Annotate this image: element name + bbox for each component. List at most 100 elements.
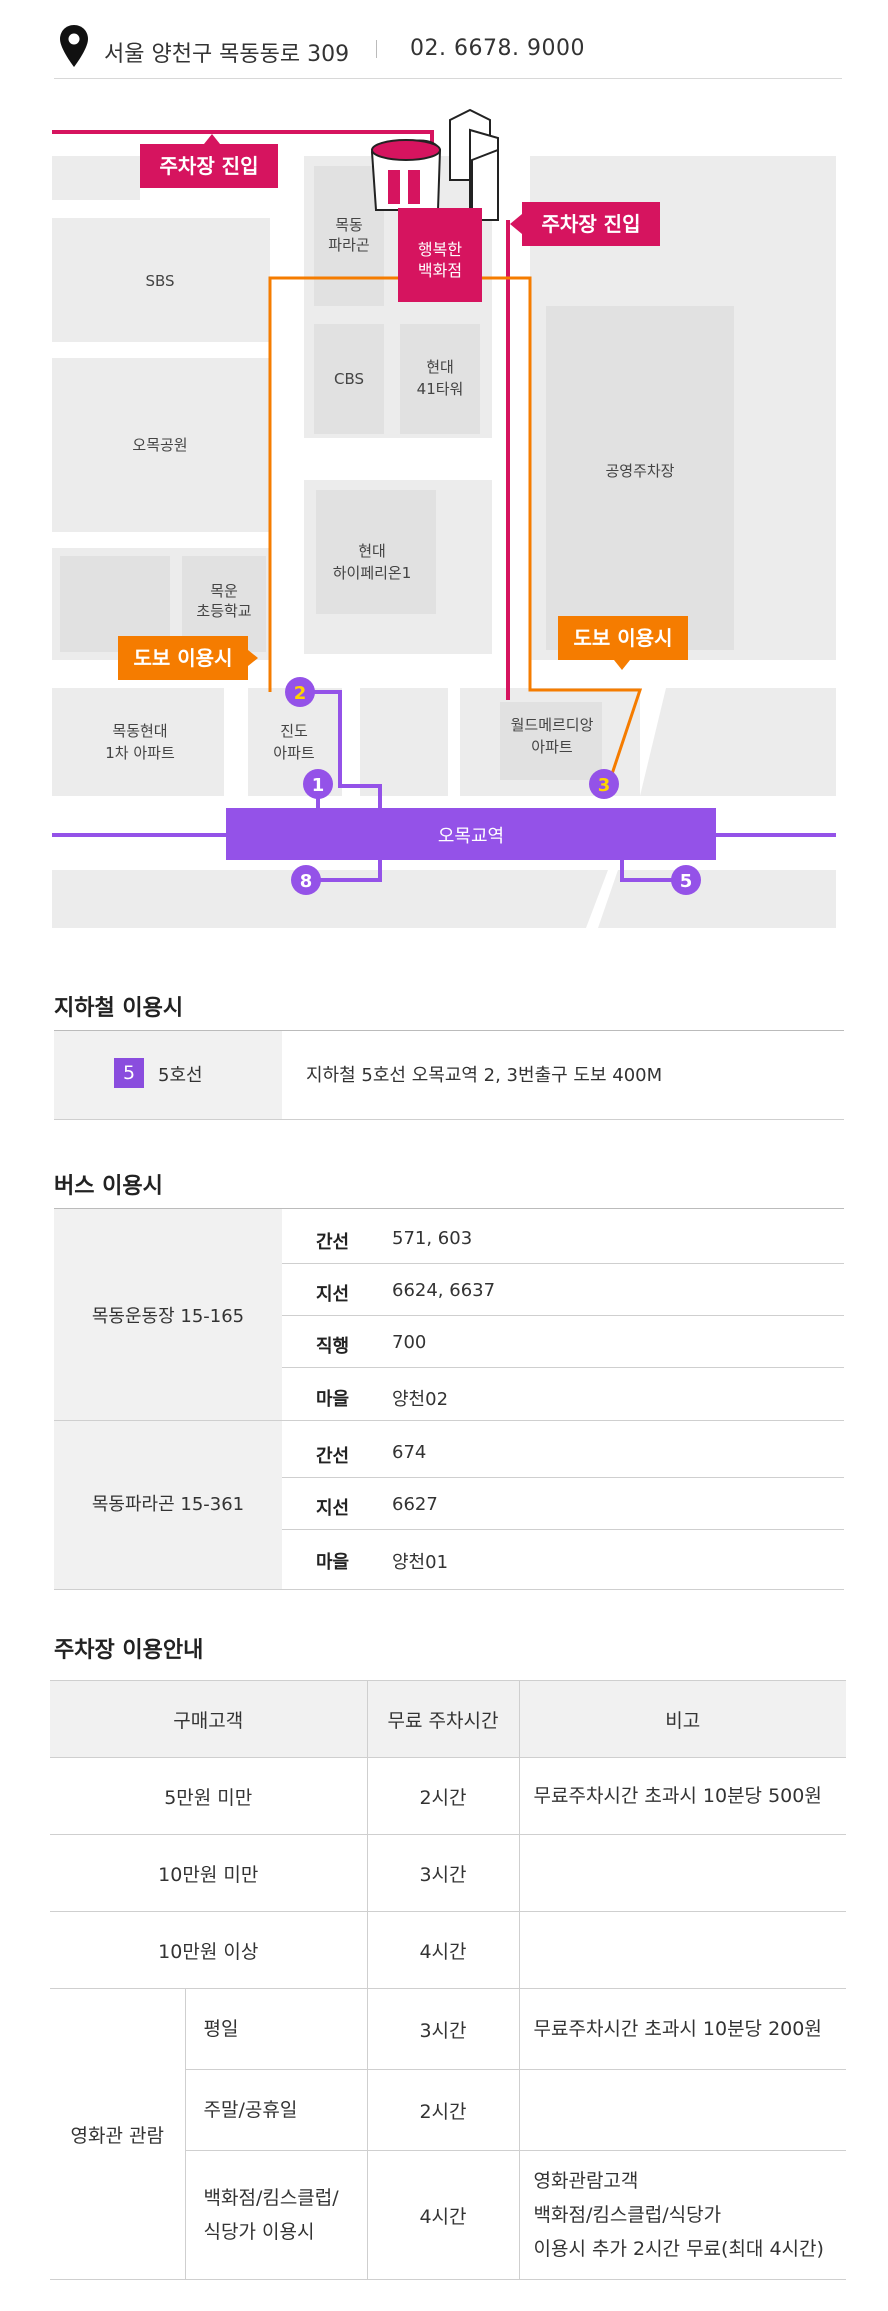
col-header-note: 비고: [518, 1680, 846, 1758]
customer-cell: 10만원 미만: [50, 1834, 368, 1912]
route-type: 지선: [316, 1284, 350, 1305]
time-cell: 2시간: [366, 1757, 520, 1835]
table-row: 주말/공휴일 2시간: [50, 2069, 846, 2151]
svg-text:주차장 진입: 주차장 진입: [160, 154, 259, 178]
route-numbers: 6627: [392, 1494, 438, 1515]
svg-text:주차장 진입: 주차장 진입: [542, 212, 641, 236]
cinema-sub-cell: 주말/공휴일: [185, 2069, 368, 2151]
note-cell: 무료주차시간 초과시 10분당 200원: [518, 1988, 846, 2070]
exit-8: 8: [291, 865, 321, 895]
station-label: 오목교역: [438, 826, 504, 847]
building-labels: SBS 오목공원 목운 초등학교 목동현대 1차 아파트 진도 아파트 목동 파…: [105, 216, 674, 762]
note-line-2: 백화점/킴스클럽/식당가: [533, 2204, 722, 2226]
svg-text:1: 1: [312, 775, 325, 796]
divider: [54, 1589, 844, 1590]
label-public-parking: 공영주차장: [605, 462, 674, 480]
svg-text:2: 2: [294, 683, 307, 704]
route-numbers: 674: [392, 1442, 427, 1463]
label-paragon-2: 파라곤: [328, 236, 369, 254]
route-numbers: 양천01: [392, 1552, 449, 1573]
label-mokdong-hyundai-1: 목동현대: [112, 722, 167, 740]
table-row: 백화점/킴스클럽/ 식당가 이용시 4시간 영화관람고객 백화점/킴스클럽/식당…: [50, 2150, 846, 2280]
bus-stop-1: 목동운동장 15-165: [91, 1306, 245, 1327]
label-mokdong-hyundai-2: 1차 아파트: [105, 744, 175, 762]
route-type: 간선: [316, 1232, 350, 1253]
header-divider: [376, 40, 377, 58]
divider: [54, 1030, 844, 1031]
address-text: 서울 양천구 목동동로 309: [104, 42, 350, 67]
phone-number: 02. 6678. 9000: [410, 36, 585, 61]
subway-line-cell: [54, 1031, 282, 1119]
table-row: 10만원 이상 4시간: [50, 1911, 846, 1989]
note-cell: [518, 1834, 846, 1912]
table-row: 5만원 미만 2시간 무료주차시간 초과시 10분당 500원: [50, 1757, 846, 1835]
route-numbers: 571, 603: [392, 1228, 473, 1249]
svg-text:도보 이용시: 도보 이용시: [134, 646, 233, 670]
cinema-sub-line-1: 백화점/킴스클럽/: [203, 2187, 339, 2209]
station-bar: [226, 808, 716, 860]
exit-1: 1: [303, 769, 333, 799]
divider: [54, 1119, 844, 1120]
label-jindo-2: 아파트: [273, 744, 315, 762]
route-type: 마을: [316, 1552, 350, 1573]
divider: [282, 1420, 844, 1421]
label-hyundai41-2: 41타워: [417, 380, 464, 398]
walk-callout-right: 도보 이용시: [558, 616, 688, 670]
bus-stop-cells: [54, 1209, 282, 1589]
cinema-sub-cell: 백화점/킴스클럽/ 식당가 이용시: [185, 2150, 368, 2280]
col-header-time: 무료 주차시간: [366, 1680, 520, 1758]
col-header-customer: 구매고객: [50, 1680, 368, 1758]
subway-description: 지하철 5호선 오목교역 2, 3번출구 도보 400M: [306, 1065, 663, 1086]
bus-stop-2: 목동파라곤 15-361: [91, 1494, 245, 1515]
route-type: 간선: [316, 1446, 350, 1467]
time-cell: 2시간: [366, 2069, 520, 2151]
directions-map: SBS 오목공원 목운 초등학교 목동현대 1차 아파트 진도 아파트 목동 파…: [52, 108, 836, 928]
exit-5: 5: [671, 865, 701, 895]
exit-3: 3: [589, 769, 619, 799]
customer-cell: 5만원 미만: [50, 1757, 368, 1835]
note-line-3: 이용시 추가 2시간 무료(최대 4시간): [533, 2238, 824, 2260]
svg-text:8: 8: [300, 871, 313, 892]
note-cell: 영화관람고객 백화점/킴스클럽/식당가 이용시 추가 2시간 무료(최대 4시간…: [518, 2150, 846, 2280]
cinema-sub-cell: 평일: [184, 1988, 368, 2070]
time-cell: 4시간: [366, 1911, 520, 1989]
table-header-row: 구매고객 무료 주차시간 비고: [50, 1680, 846, 1758]
store-label-1: 행복한: [418, 240, 462, 259]
store-label-2: 백화점: [418, 261, 462, 280]
note-cell: 무료주차시간 초과시 10분당 500원: [518, 1757, 846, 1835]
label-world-meridian-2: 아파트: [531, 738, 573, 756]
route-numbers: 양천02: [392, 1389, 449, 1410]
department-store-building-icon: [370, 108, 499, 302]
parking-table: 구매고객 무료 주차시간 비고 5만원 미만 2시간 무료주차시간 초과시 10…: [50, 1680, 846, 2280]
time-cell: 3시간: [366, 1988, 520, 2070]
route-type: 마을: [316, 1389, 350, 1410]
route-numbers: 700: [392, 1332, 427, 1353]
label-world-meridian-1: 월드메르디앙: [511, 716, 594, 734]
subway-line-name: 5호선: [158, 1065, 203, 1086]
cinema-sub-line-2: 식당가 이용시: [203, 2221, 315, 2243]
route-type: 지선: [316, 1498, 350, 1519]
note-cell: [518, 2069, 846, 2151]
subway-section-title: 지하철 이용시: [54, 996, 184, 1021]
label-omok-park: 오목공원: [132, 436, 187, 454]
parking-entry-callout-left: 주차장 진입: [140, 134, 278, 188]
divider: [282, 1367, 844, 1368]
divider: [282, 1477, 844, 1478]
table-row: 10만원 미만 3시간: [50, 1834, 846, 1912]
label-mokwoon-2: 초등학교: [196, 602, 251, 620]
bus-section-title: 버스 이용시: [54, 1174, 163, 1199]
label-hyundai41-1: 현대: [426, 358, 454, 376]
route-numbers: 6624, 6637: [392, 1280, 496, 1301]
exit-2: 2: [285, 677, 315, 707]
svg-text:5: 5: [680, 871, 693, 892]
divider: [282, 1315, 844, 1316]
svg-text:도보 이용시: 도보 이용시: [574, 626, 673, 650]
label-mokwoon-1: 목운: [210, 582, 238, 600]
parking-entry-callout-right: 주차장 진입: [510, 202, 660, 246]
walk-route: [268, 276, 643, 781]
divider: [282, 1263, 844, 1264]
table-row: 영화관 관람 평일 3시간 무료주차시간 초과시 10분당 200원: [50, 1988, 846, 2280]
label-paragon-1: 목동: [335, 216, 363, 234]
label-jindo-1: 진도: [280, 722, 308, 740]
route-type: 직행: [316, 1336, 350, 1357]
